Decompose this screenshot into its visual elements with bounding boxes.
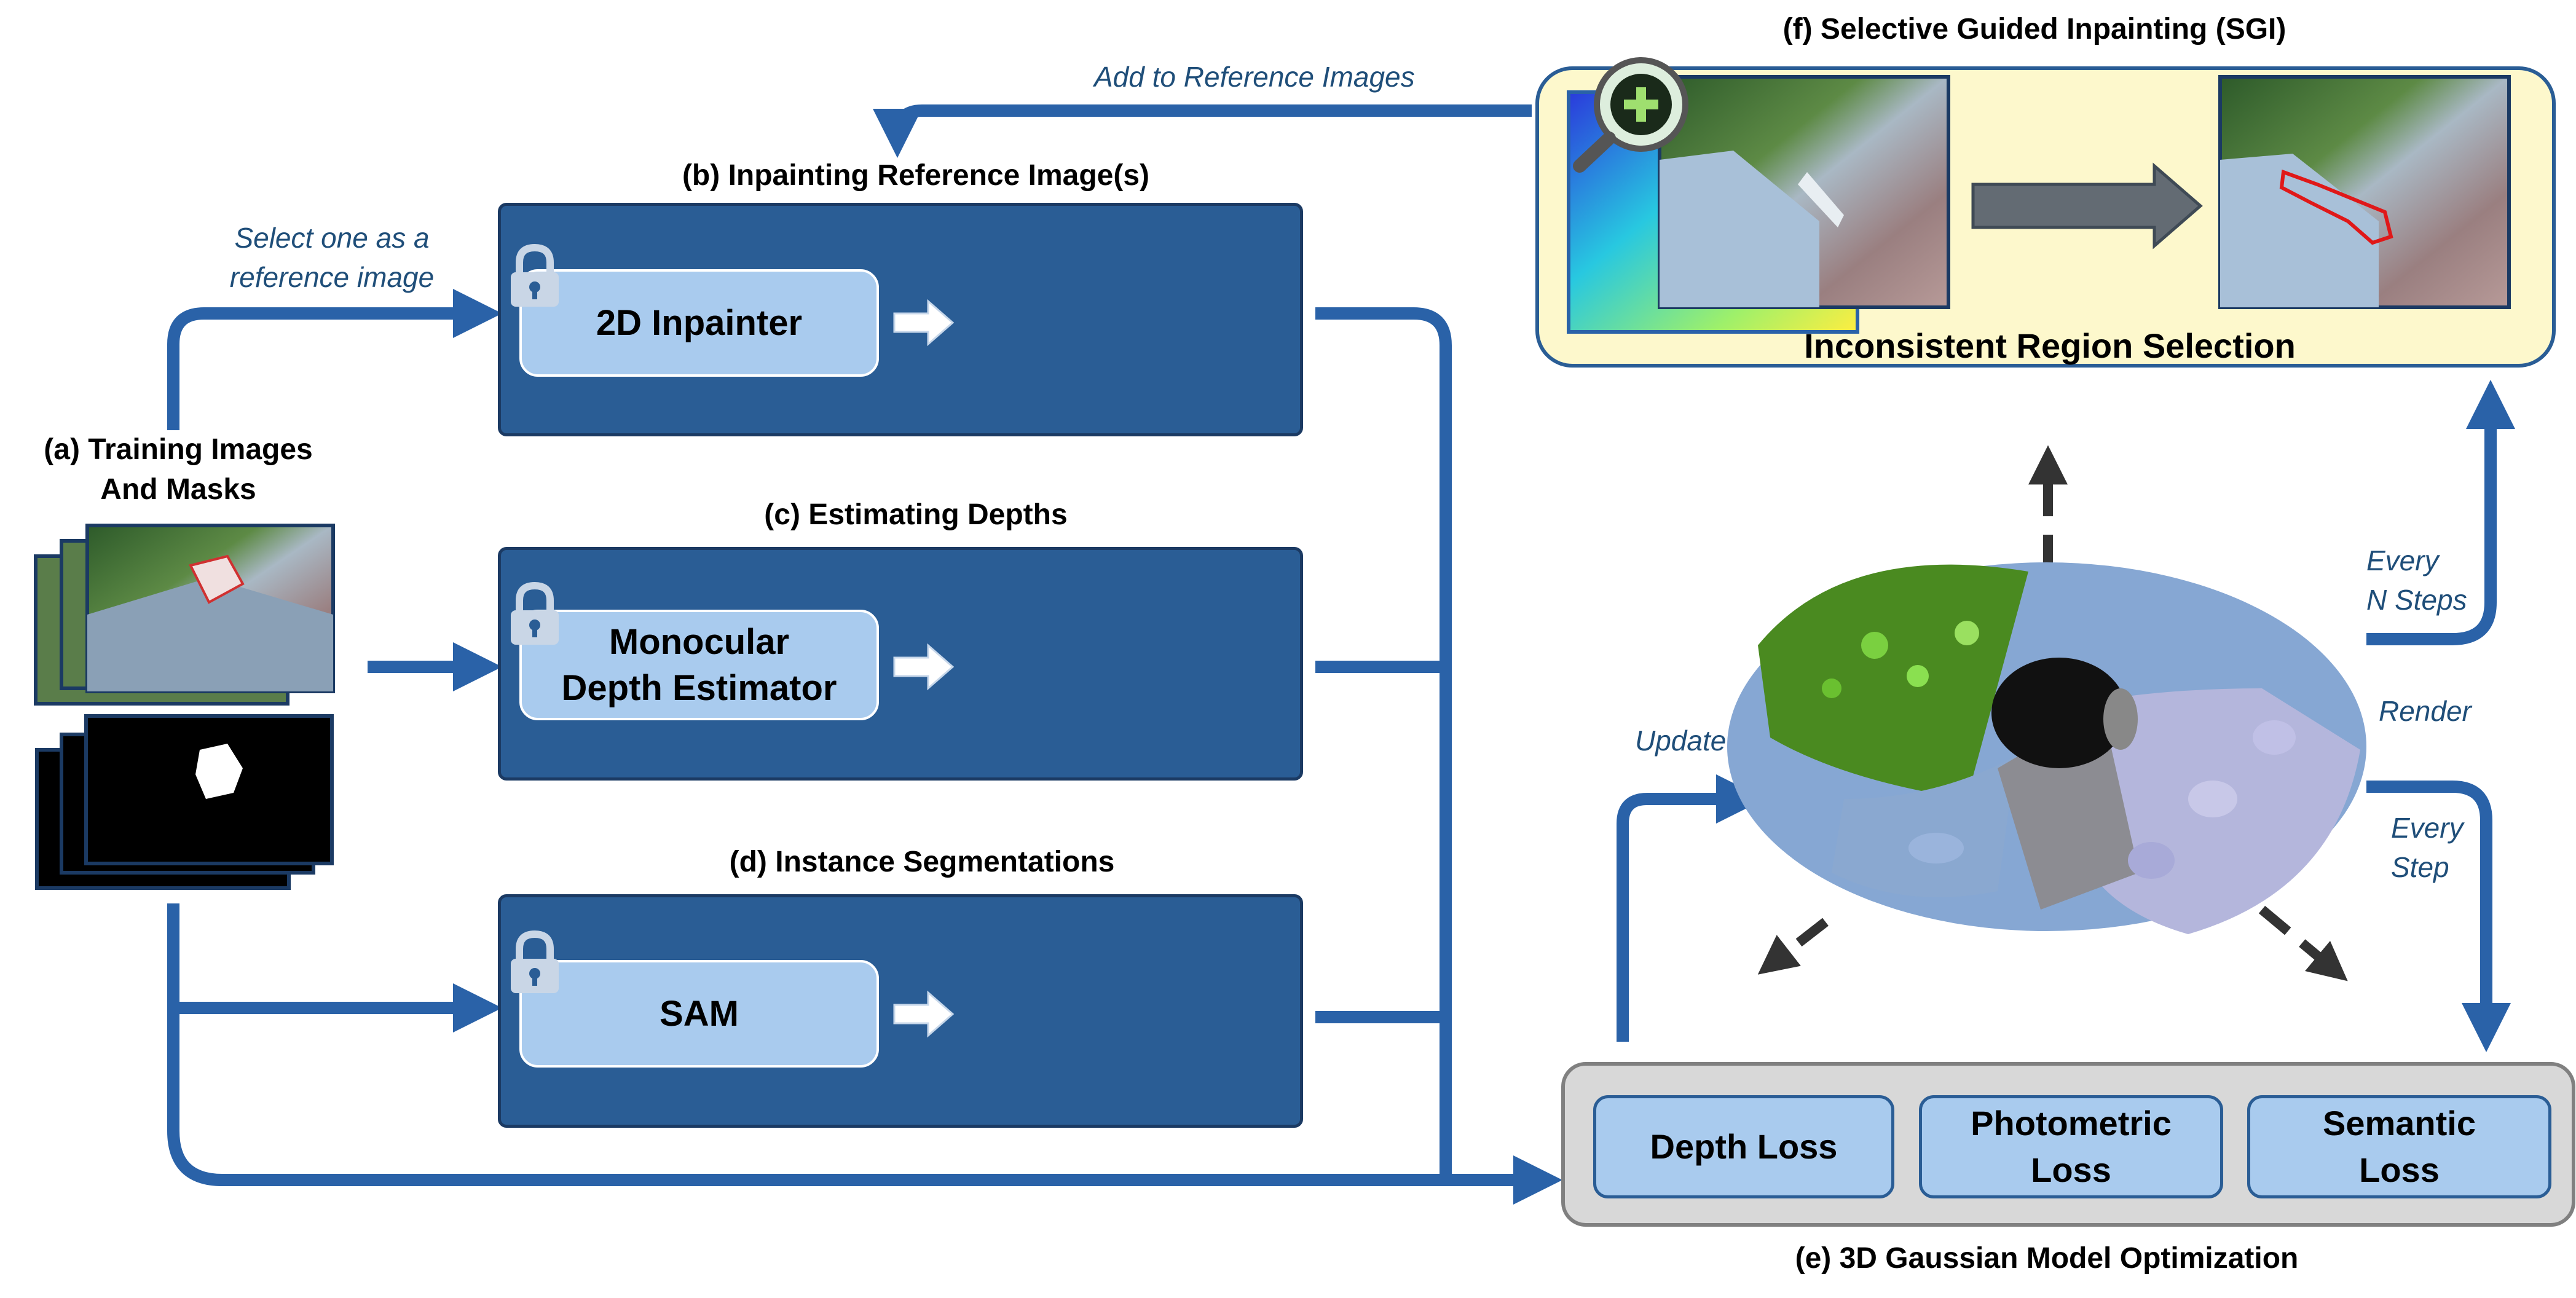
arrow-every-n-steps — [2366, 380, 2515, 645]
select-reference-note: Select one as a reference image — [229, 222, 435, 294]
inpaint-ref-title: (b) Inpainting Reference Image(s) — [682, 159, 1150, 192]
sam-module: SAM — [519, 960, 879, 1068]
arrow-right-icon — [893, 643, 955, 691]
arrow-to-optimization — [167, 1008, 1562, 1205]
inpainter-module: 2D Inpainter — [519, 269, 879, 377]
optimization-title: (e) 3D Gaussian Model Optimization — [1795, 1242, 2299, 1275]
arrow-select-reference — [167, 289, 502, 430]
training-image-stack — [34, 524, 335, 706]
semantic-loss: Semantic Loss — [2247, 1095, 2551, 1198]
arrow-add-reference — [873, 104, 1532, 158]
lock-icon — [511, 581, 559, 645]
sgi-title: (f) Selective Guided Inpainting (SGI) — [1782, 13, 2286, 45]
camera-arrow-left — [1757, 918, 1829, 975]
sgi-source-image — [1658, 75, 1950, 309]
add-reference-note: Add to Reference Images — [1094, 61, 1415, 93]
photometric-loss: Photometric Loss — [1919, 1095, 2223, 1198]
segmentations-title: (d) Instance Segmentations — [729, 846, 1115, 878]
camera-arrow-right — [2258, 905, 2348, 981]
gaussian-scene — [1727, 562, 2366, 934]
every-n-steps-note: Every N Steps — [2366, 545, 2467, 616]
depth-estimator-module: Monocular Depth Estimator — [519, 610, 879, 720]
arrow-right-icon — [893, 299, 955, 347]
arrow-to-sam — [167, 903, 502, 1032]
update-note: Update — [1635, 725, 1727, 757]
arrow-right-icon — [1971, 162, 2203, 250]
arrow-right-icon — [893, 990, 955, 1038]
training-title: (a) Training Images And Masks — [44, 433, 313, 506]
lock-icon — [511, 243, 559, 307]
sgi-result-image — [2218, 75, 2511, 309]
depth-loss: Depth Loss — [1593, 1095, 1894, 1198]
collector-line — [1315, 307, 1452, 1180]
magnifier-plus-icon — [1573, 57, 1688, 173]
region-selection-label: Inconsistent Region Selection — [1804, 326, 2296, 365]
mask-stack — [35, 714, 334, 890]
arrow-update — [1617, 774, 1765, 1042]
render-note: Render — [2379, 695, 2472, 727]
lock-icon — [511, 930, 559, 993]
depths-title: (c) Estimating Depths — [764, 498, 1068, 531]
every-step-note: Every Step — [2391, 812, 2464, 884]
arrow-every-step — [2366, 781, 2511, 1052]
